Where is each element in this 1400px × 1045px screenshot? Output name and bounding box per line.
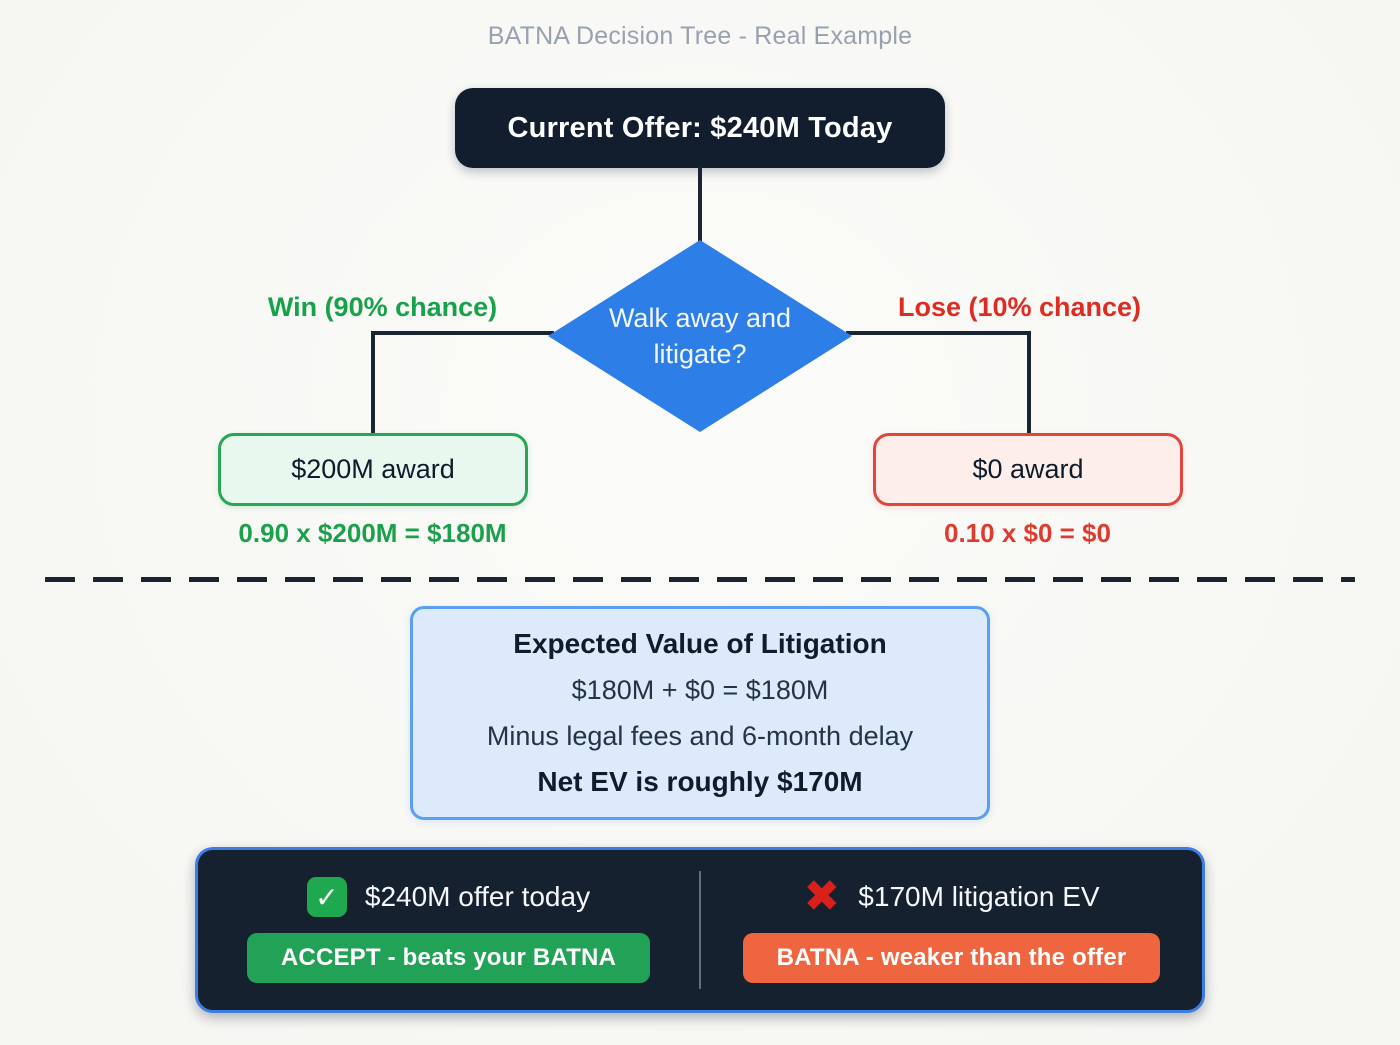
litigation-summary-column: ✖ $170M litigation EV BATNA - weaker tha… xyxy=(701,850,1202,1010)
accept-button[interactable]: ACCEPT - beats your BATNA xyxy=(246,933,651,983)
panel-vertical-divider xyxy=(699,871,701,989)
lose-outcome-node: $0 award xyxy=(873,433,1183,506)
batna-weaker-button[interactable]: BATNA - weaker than the offer xyxy=(742,933,1161,983)
decision-diamond-label: Walk away and litigate? xyxy=(608,302,792,369)
offer-summary-text: $240M offer today xyxy=(364,881,591,912)
lose-branch-vertical-line xyxy=(1027,331,1031,437)
offer-summary-row: ✓ $240M offer today xyxy=(306,877,591,917)
win-branch-horizontal-line xyxy=(371,331,554,335)
offer-summary-column: ✓ $240M offer today ACCEPT - beats your … xyxy=(198,850,699,1010)
diagram-title: BATNA Decision Tree - Real Example xyxy=(487,22,913,50)
conclusion-panel: ✓ $240M offer today ACCEPT - beats your … xyxy=(195,847,1205,1013)
lose-outcome-label: $0 award xyxy=(972,454,1084,484)
ev-sum-line: $180M + $0 = $180M xyxy=(571,675,829,705)
lose-branch-horizontal-line xyxy=(846,331,1031,335)
expected-value-box: Expected Value of Litigation $180M + $0 … xyxy=(410,606,990,820)
root-node-current-offer: Current Offer: $240M Today xyxy=(455,88,945,168)
ev-box-title: Expected Value of Litigation xyxy=(513,628,887,659)
litigation-summary-text: $170M litigation EV xyxy=(858,881,1100,912)
win-branch-label: Win (90% chance) xyxy=(267,292,498,322)
cross-icon: ✖ xyxy=(803,872,841,921)
ev-net-line: Net EV is roughly $170M xyxy=(537,766,863,797)
win-outcome-label: $200M award xyxy=(291,454,455,484)
root-connector-line xyxy=(698,166,702,244)
lose-branch-label: Lose (10% chance) xyxy=(897,292,1142,322)
decision-diamond: Walk away and litigate? xyxy=(548,240,852,432)
section-divider-dashed-line xyxy=(45,577,1355,582)
root-node-label: Current Offer: $240M Today xyxy=(507,111,893,144)
win-outcome-node: $200M award xyxy=(218,433,528,506)
lose-expected-value-calc: 0.10 x $0 = $0 xyxy=(944,518,1111,548)
win-expected-value-calc: 0.90 x $200M = $180M xyxy=(238,518,507,548)
check-icon: ✓ xyxy=(306,877,347,917)
litigation-summary-row: ✖ $170M litigation EV xyxy=(803,872,1100,921)
win-branch-vertical-line xyxy=(371,331,375,437)
ev-adjustments-line: Minus legal fees and 6-month delay xyxy=(486,721,914,751)
